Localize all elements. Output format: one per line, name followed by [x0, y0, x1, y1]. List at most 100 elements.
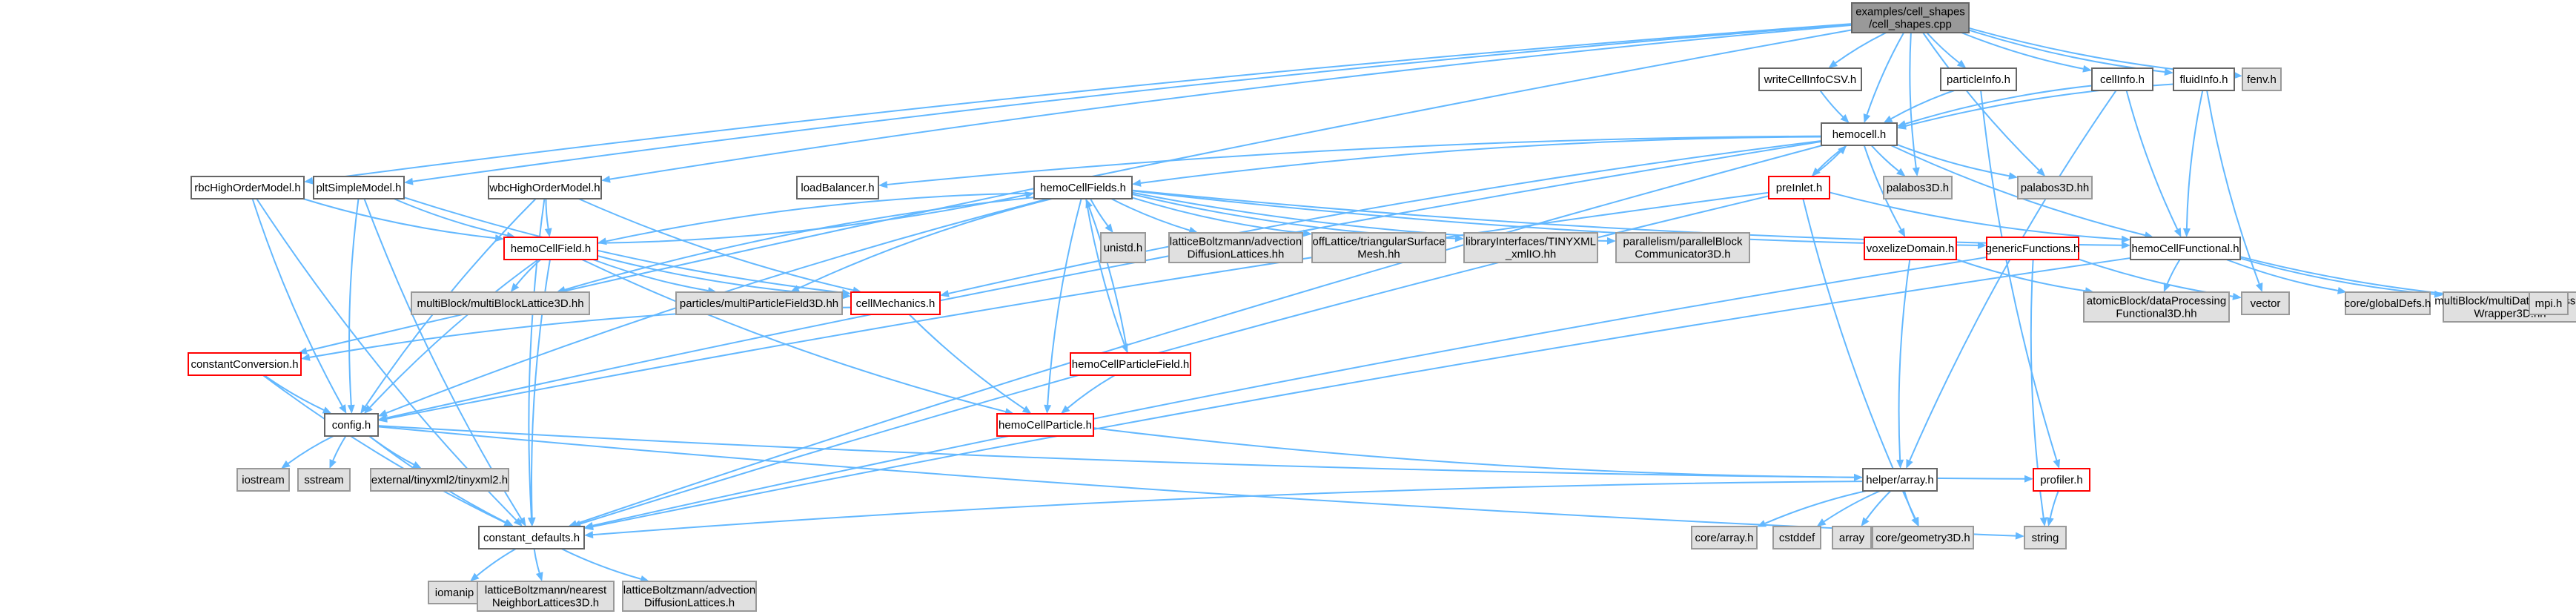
node-label: constantConversion.h [191, 358, 298, 371]
edge-constantDefaults-to-nearestNeighbor [533, 548, 543, 581]
node-box [850, 291, 941, 315]
node-box [1940, 67, 2017, 91]
edge-hemocell-to-palabos3D_hh [1896, 143, 2018, 180]
node-iomanip: iomanip [428, 581, 481, 604]
node-config[interactable]: config.h [324, 413, 379, 437]
edge-pltSimpleModel-to-config [347, 198, 360, 414]
edge-constantConversion-to-config [263, 374, 332, 414]
node-label: wbcHighOrderModel.h [489, 182, 600, 194]
node-label: rbcHighOrderModel.h [194, 182, 300, 194]
edge-cellMechanics-to-hemoCellParticle [908, 314, 1032, 414]
edge-cellInfo-to-hemoCellFunctional [2125, 90, 2182, 237]
node-hemoCellParticle[interactable]: hemoCellParticle.h [996, 413, 1094, 437]
edge-preInlet-to-hemocell [1811, 145, 1847, 177]
edge-root-to-rbcHighOrderModel [304, 23, 1852, 185]
node-constantConversion[interactable]: constantConversion.h [188, 352, 302, 376]
node-rbcHighOrderModel[interactable]: rbcHighOrderModel.h [191, 176, 305, 199]
node-mpi: mpi.h [2529, 291, 2569, 315]
node-label: Wrapper3D.hh [2474, 308, 2546, 320]
node-hemocell[interactable]: hemocell.h [1821, 122, 1898, 146]
node-label: fenv.h [2247, 73, 2277, 86]
node-label: Communicator3D.h [1635, 248, 1730, 261]
node-box [2017, 176, 2093, 199]
edge-hemocell-to-loadBalancer [878, 135, 1822, 188]
node-vector: vector [2241, 291, 2290, 315]
node-box [1168, 232, 1303, 263]
node-voxelizeDomain[interactable]: voxelizeDomain.h [1864, 237, 1957, 260]
node-cstddef: cstddef [1772, 526, 1821, 549]
node-particleInfo[interactable]: particleInfo.h [1940, 67, 2017, 91]
node-label: string [2032, 532, 2059, 544]
node-label: hemoCellField.h [511, 242, 591, 255]
node-wbcHighOrderModel[interactable]: wbcHighOrderModel.h [488, 176, 602, 199]
node-label: hemoCellParticle.h [999, 419, 1092, 432]
node-box [2130, 237, 2241, 260]
node-label: latticeBoltzmann/advection [623, 584, 755, 597]
edge-hemoCellFields-to-hemoCellFunctional [1131, 189, 2130, 249]
node-box [1851, 2, 1970, 33]
node-preInlet[interactable]: preInlet.h [1768, 176, 1830, 199]
node-lbAdvection_h: latticeBoltzmann/advectionDiffusionLatti… [622, 581, 757, 612]
node-label: iomanip [435, 587, 474, 599]
node-box [675, 291, 843, 315]
node-hemoCellField[interactable]: hemoCellField.h [503, 237, 598, 260]
edge-root-to-cellInfo [1961, 32, 2092, 73]
node-writeCellInfoCSV[interactable]: writeCellInfoCSV.h [1758, 67, 1862, 91]
edge-wbcHighOrderModel-to-hemoCellField [544, 198, 552, 237]
edge-hemoCellField-to-config [363, 259, 539, 414]
node-profiler[interactable]: profiler.h [2033, 468, 2090, 492]
node-hemoCellParticleField[interactable]: hemoCellParticleField.h [1070, 352, 1191, 376]
edge-writeCellInfoCSV-to-hemocell [1819, 90, 1850, 123]
node-label: NeighborLattices3D.h [492, 597, 599, 610]
edge-fluidInfo-to-hemoCellFunctional [2182, 90, 2204, 237]
node-label: Mesh.hh [1357, 248, 1400, 261]
node-label: hemoCellFunctional.h [2131, 242, 2239, 255]
node-helperArray[interactable]: helper/array.h [1862, 468, 1938, 492]
node-cellInfo[interactable]: cellInfo.h [2091, 67, 2153, 91]
node-box [1821, 122, 1898, 146]
node-box [2033, 468, 2090, 492]
node-loadBalancer[interactable]: loadBalancer.h [796, 176, 879, 199]
node-fluidInfo[interactable]: fluidInfo.h [2173, 67, 2235, 91]
edge-hemocell-to-voxelizeDomain [1863, 145, 1906, 237]
node-box [1864, 237, 1957, 260]
node-root[interactable]: examples/cell_shapes/cell_shapes.cpp [1851, 2, 1970, 33]
edge-voxelizeDomain-to-helperArray [1896, 259, 1911, 469]
node-hemoCellFunctional[interactable]: hemoCellFunctional.h [2130, 237, 2241, 260]
edge-config-to-profiler [377, 425, 2033, 483]
node-box [796, 176, 879, 199]
edge-cellInfo-to-helperArray [1906, 90, 2117, 469]
edge-constantDefaults-to-iomanip [470, 548, 517, 581]
node-label: cellInfo.h [2100, 73, 2145, 86]
node-label: helper/array.h [1866, 474, 1933, 486]
node-label: examples/cell_shapes [1855, 6, 1965, 19]
node-string: string [2024, 526, 2067, 549]
node-box [370, 468, 509, 492]
edge-profiler-to-string [2046, 490, 2059, 526]
edge-hemoCellFields-to-offLattice [1131, 197, 1312, 237]
node-box [1832, 526, 1872, 549]
node-label: Functional3D.hh [2116, 308, 2196, 320]
node-cellMechanics[interactable]: cellMechanics.h [850, 291, 941, 315]
node-box [1070, 352, 1191, 376]
node-atomicBlock: atomicBlock/dataProcessingFunctional3D.h… [2083, 291, 2230, 323]
node-pltSimpleModel[interactable]: pltSimpleModel.h [313, 176, 405, 199]
node-box [428, 581, 481, 604]
node-label: core/globalDefs.h [2345, 297, 2431, 310]
node-box [1691, 526, 1758, 549]
node-label: palabos3D.h [1887, 182, 1949, 194]
node-nearestNeighbor: latticeBoltzmann/nearestNeighborLattices… [477, 581, 615, 612]
node-genericFunctions[interactable]: genericFunctions.h [1986, 237, 2080, 260]
edge-pltSimpleModel-to-cellMechanics [403, 197, 851, 297]
node-box [2083, 291, 2230, 323]
node-hemoCellFields[interactable]: hemoCellFields.h [1033, 176, 1133, 199]
node-label: cellMechanics.h [856, 297, 936, 310]
node-constantDefaults[interactable]: constant_defaults.h [478, 526, 585, 549]
edge-hemocell-to-cellMechanics [940, 139, 1822, 297]
node-label: atomicBlock/dataProcessing [2087, 295, 2226, 308]
node-box [1615, 232, 1750, 263]
node-label: config.h [332, 419, 371, 432]
node-label: palabos3D.hh [2021, 182, 2090, 194]
edge-config-to-iostream [281, 435, 334, 469]
node-box [503, 237, 598, 260]
